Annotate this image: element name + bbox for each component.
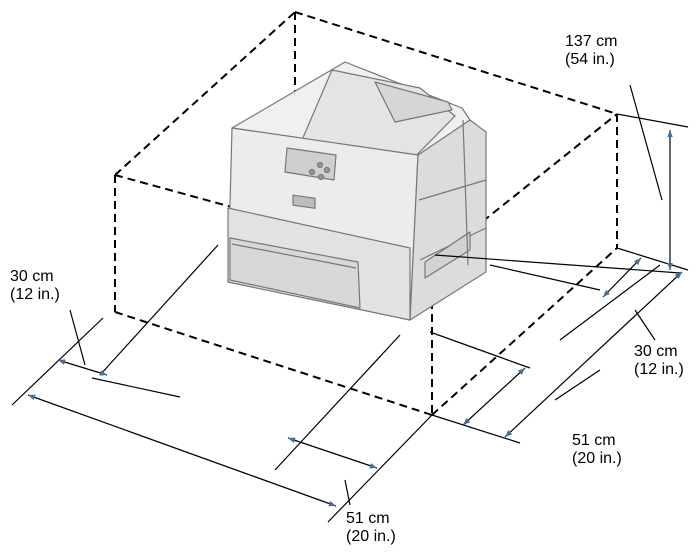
back-metric: 51 cm (572, 432, 616, 449)
dimension-arrows (27, 130, 683, 507)
height-imperial: (54 in.) (565, 51, 615, 68)
back-label: 51 cm (20 in.) (572, 432, 622, 468)
height-label: 137 cm (54 in.) (565, 33, 617, 69)
front-imperial: (20 in.) (346, 528, 396, 545)
front-metric: 51 cm (346, 510, 390, 527)
left-side-arrow (57, 359, 108, 376)
right-side-imperial: (12 in.) (634, 361, 684, 378)
front-inner-arrow (287, 437, 378, 469)
front-label: 51 cm (20 in.) (346, 510, 396, 546)
right-side-metric: 30 cm (634, 343, 678, 360)
left-side-label: 30 cm (12 in.) (10, 268, 60, 304)
back-inner-arrow (462, 367, 526, 426)
back-arrow (504, 271, 683, 438)
printer-illustration (227, 61, 487, 321)
height-metric: 137 cm (565, 33, 618, 50)
left-side-imperial: (12 in.) (10, 286, 60, 303)
back-imperial: (20 in.) (572, 450, 622, 467)
right-side-label: 30 cm (12 in.) (634, 343, 684, 379)
left-side-metric: 30 cm (10, 268, 54, 285)
front-arrow (27, 394, 337, 507)
right-side-arrow (602, 257, 642, 298)
